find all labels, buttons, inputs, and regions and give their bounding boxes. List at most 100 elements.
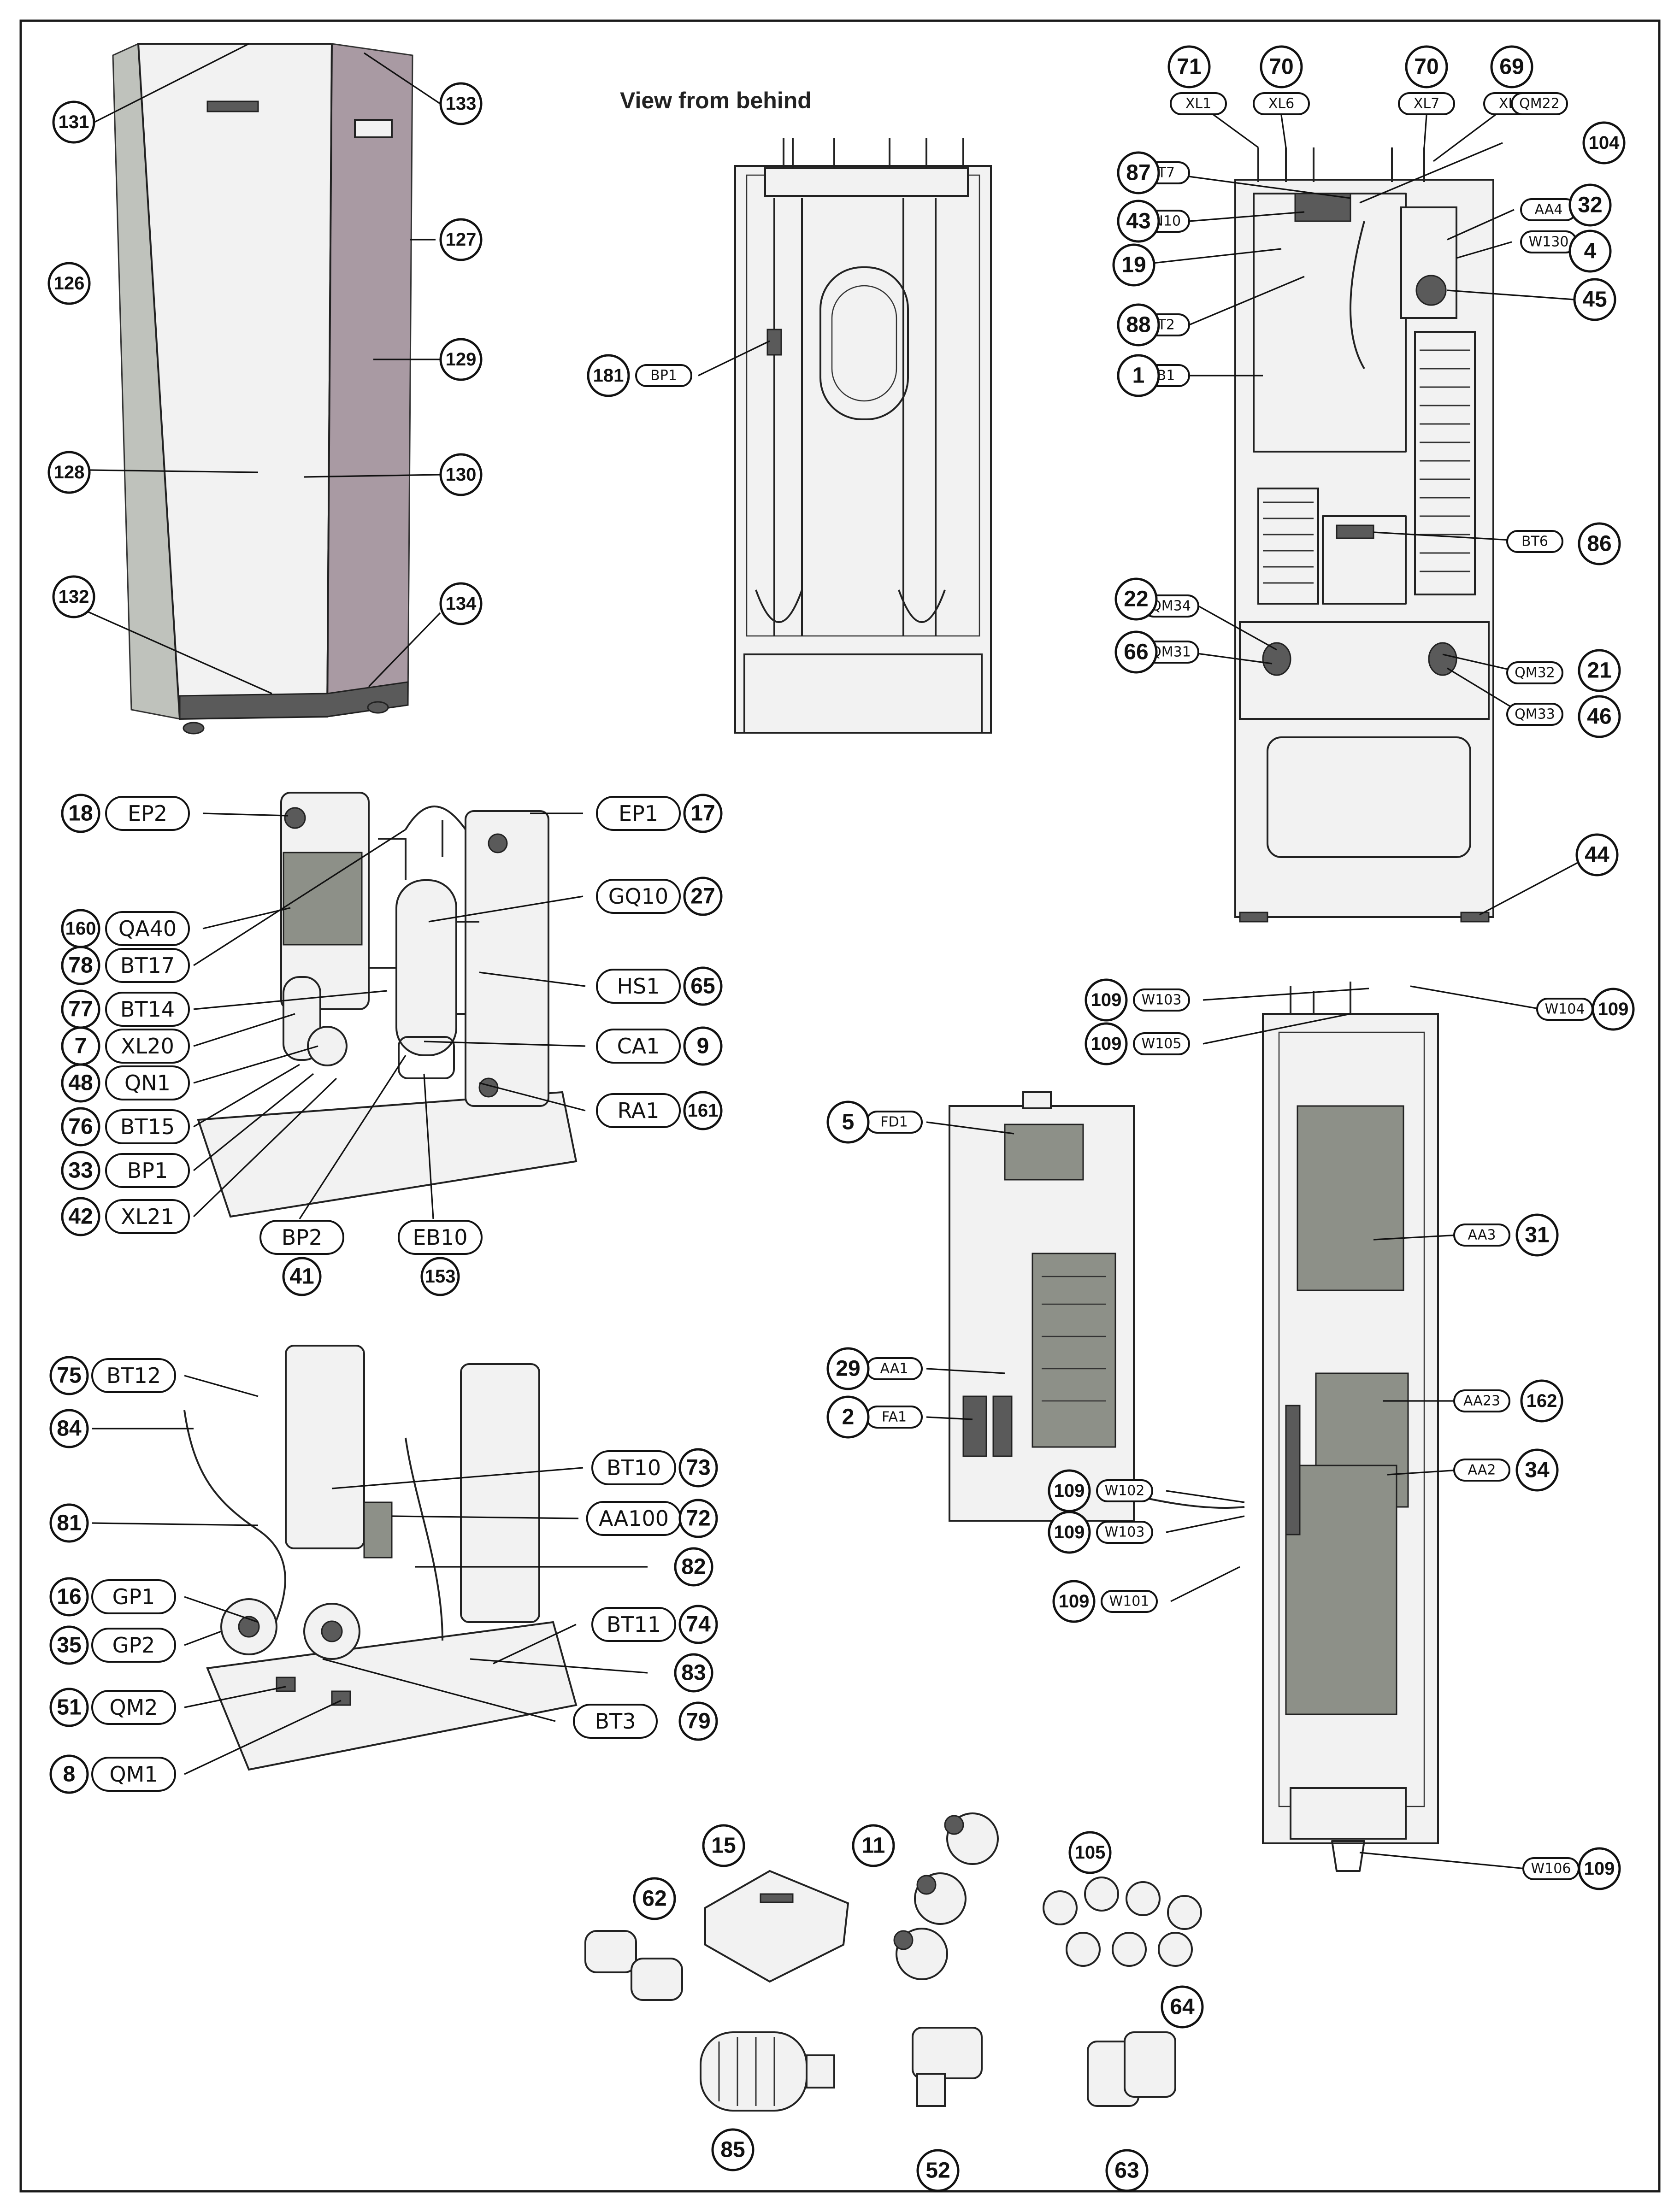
callout-tag-box [91, 1757, 176, 1792]
callout-number: 9 [683, 1026, 723, 1066]
leader-line [184, 1630, 222, 1646]
module-compressor-band [398, 1036, 455, 1079]
callout-number-text: 29 [836, 1357, 860, 1381]
callout-tag: GP2 [91, 1628, 176, 1663]
callout-number-text: 109 [1598, 999, 1629, 1019]
callout-circle [683, 1026, 723, 1066]
cabinet-logo-badge [206, 100, 259, 112]
callout-tag: W103 [1096, 1521, 1153, 1544]
callout-number-text: 16 [57, 1585, 81, 1609]
pump-flex-hose-82 [405, 1437, 443, 1641]
callout-tag-box [105, 1065, 190, 1100]
callout-tag: W106 [1522, 1857, 1580, 1880]
callout-number: 128 [47, 451, 91, 494]
callout-number-text: 45 [1582, 288, 1607, 312]
leader-line [926, 1121, 1014, 1135]
leader-line [1447, 289, 1574, 300]
callout-circle [674, 1547, 713, 1587]
callout-circle [1578, 695, 1621, 738]
leader-line [193, 1077, 337, 1218]
leader-line [364, 52, 441, 105]
callout-tag-box [105, 992, 190, 1027]
callout-circle [47, 451, 91, 494]
leader-line [92, 1522, 259, 1526]
callout-number: 65 [683, 966, 723, 1006]
callout-tag: BP1 [105, 1153, 190, 1188]
rear-bottom-loops [755, 589, 946, 623]
callout-number-text: 4 [1584, 239, 1597, 264]
accessory-105-ring [1084, 1877, 1119, 1912]
leader-line [423, 1073, 434, 1219]
callout-tag-text: W105 [1142, 1036, 1182, 1052]
callout-number-text: 8 [63, 1762, 76, 1787]
callout-tag-text: QM22 [1519, 96, 1560, 112]
rear-coil-inner [831, 285, 897, 402]
callout-number-text: 109 [1091, 990, 1122, 1010]
callout-number-text: 43 [1126, 209, 1150, 234]
callout-tag-text: W103 [1142, 992, 1182, 1008]
callout-number-text: 162 [1527, 1391, 1557, 1411]
callout-circle [683, 966, 723, 1006]
callout-number: 84 [49, 1409, 89, 1448]
callout-number: 76 [61, 1107, 100, 1147]
callout-tag-box [1506, 530, 1563, 553]
callout-tag: QM2 [91, 1690, 176, 1725]
callout-tag-text: AA1 [880, 1361, 908, 1377]
callout-number-text: 17 [690, 801, 715, 826]
leader-line [1186, 651, 1273, 665]
interior-mid-vent [1257, 488, 1319, 605]
callout-circle [61, 1107, 100, 1147]
callout-tag-box [596, 796, 681, 831]
rear-view-illustration [734, 138, 992, 734]
callout-circle [1117, 303, 1160, 347]
rear-top-manifold [764, 167, 969, 197]
callout-number-text: 52 [925, 2159, 950, 2183]
callout-circle [1117, 200, 1160, 243]
callout-tag-text: AA4 [1535, 202, 1563, 218]
leader-line [1447, 209, 1515, 241]
callout-tag-text: EP2 [128, 801, 167, 826]
interior-lower-cutout [1267, 736, 1471, 858]
leader-line [304, 474, 441, 478]
callout-number-text: 129 [446, 349, 477, 370]
callout-number: 4 [1568, 229, 1612, 273]
callout-tag-text: W106 [1531, 1861, 1571, 1877]
callout-tag-text: XL7 [1414, 96, 1439, 112]
callout-number-text: 48 [68, 1071, 93, 1095]
callout-tag-text: GP1 [112, 1584, 155, 1609]
callout-number: 109 [1048, 1469, 1091, 1512]
callout-tag: AA2 [1453, 1459, 1510, 1482]
callout-number-text: 34 [1525, 1458, 1550, 1483]
pump-flex-hose-84 [183, 1410, 286, 1641]
leader-line [1423, 115, 1427, 148]
callout-number-text: 65 [690, 974, 715, 999]
callout-circle [711, 2128, 755, 2171]
callout-number: 85 [711, 2128, 755, 2171]
leader-line [1166, 1515, 1245, 1533]
callout-tag-box [105, 1199, 190, 1234]
callout-circle [678, 1499, 718, 1538]
callout-tag: BT17 [105, 948, 190, 983]
callout-circle [587, 354, 630, 397]
leader-line [193, 1045, 318, 1084]
callout-tag-text: BT11 [607, 1612, 661, 1637]
callout-number-text: 82 [681, 1555, 706, 1579]
callout-tag-box [1506, 661, 1563, 684]
leader-line [193, 990, 388, 1010]
callout-number-text: 33 [68, 1159, 93, 1183]
callout-tag-box [591, 1607, 676, 1642]
electrical-board-aa1 [1032, 1253, 1116, 1448]
callout-tag-box [591, 1450, 676, 1485]
callout-number-text: 128 [54, 462, 85, 482]
callout-tag: AA23 [1453, 1389, 1510, 1412]
leader-line [184, 1700, 342, 1775]
callout-number: 51 [49, 1688, 89, 1727]
callout-number: 18 [61, 794, 100, 833]
callout-number: 78 [61, 946, 100, 985]
callout-number: 109 [1578, 1847, 1621, 1890]
accessories-illustration [584, 1812, 1202, 2112]
callout-circle [61, 1063, 100, 1103]
callout-number: 63 [1105, 2149, 1149, 2192]
callout-tag: XL6 [1253, 92, 1310, 115]
